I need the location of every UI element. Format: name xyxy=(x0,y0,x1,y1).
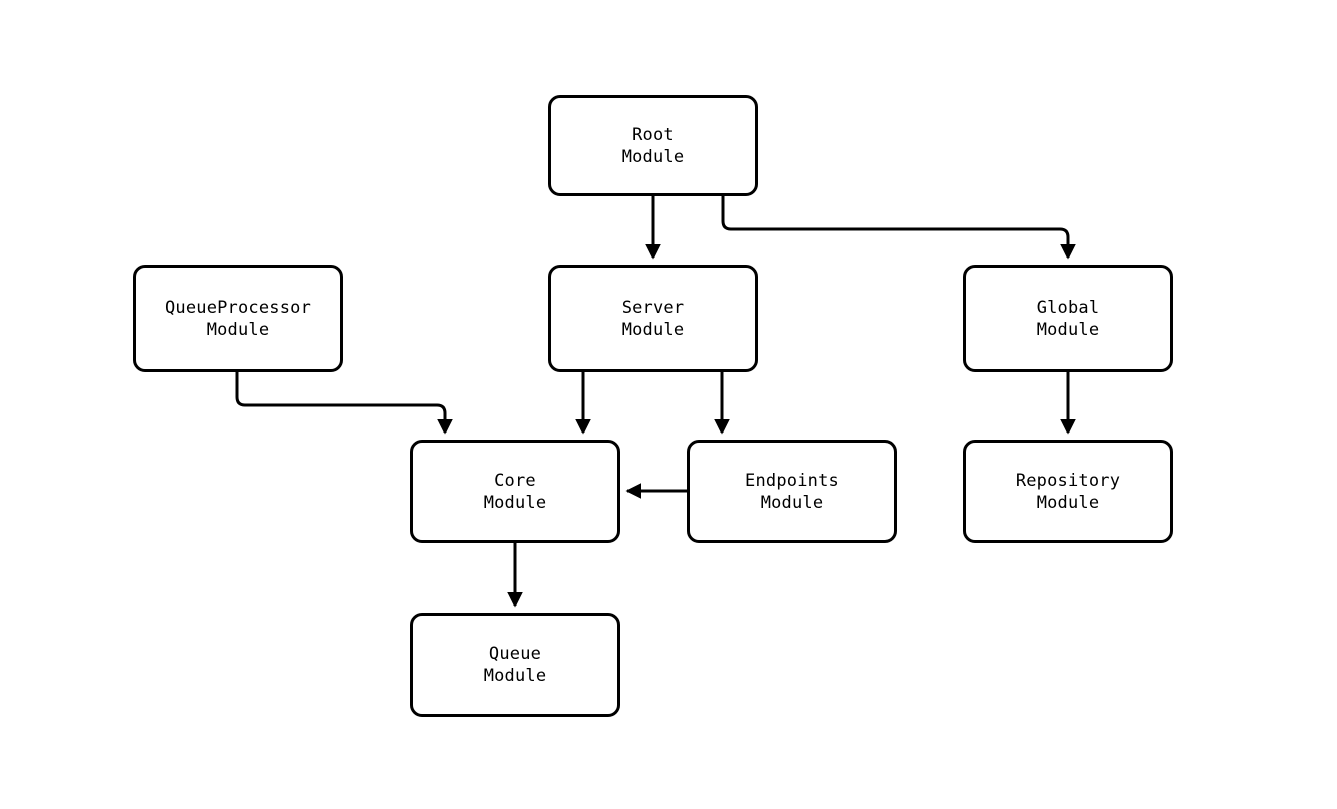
node-repository-subtitle: Module xyxy=(1036,492,1100,513)
node-queueprocessor-subtitle: Module xyxy=(206,319,270,340)
node-endpoints-subtitle: Module xyxy=(760,492,824,513)
node-server-subtitle: Module xyxy=(621,319,685,340)
edge-root-to-global xyxy=(721,196,1076,260)
node-global-title: Global xyxy=(1036,297,1100,318)
node-repository-title: Repository xyxy=(1015,470,1121,491)
node-queueprocessor-title: QueueProcessor xyxy=(164,297,312,318)
node-core-subtitle: Module xyxy=(483,492,547,513)
node-core-title: Core xyxy=(494,470,536,491)
node-root-subtitle: Module xyxy=(621,146,685,167)
node-queue-title: Queue xyxy=(488,644,542,664)
node-server-title: Server xyxy=(621,297,685,318)
node-global-subtitle: Module xyxy=(1036,319,1100,340)
node-root-title: Root xyxy=(632,124,674,145)
node-queue-subtitle: Module xyxy=(483,666,547,686)
edge-queueprocessor-to-core xyxy=(235,372,453,435)
node-endpoints-title: Endpoints xyxy=(745,470,839,491)
